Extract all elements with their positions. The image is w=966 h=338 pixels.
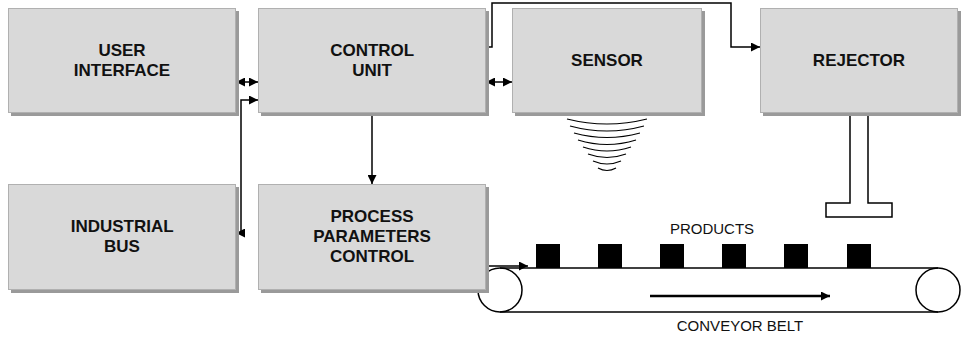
sensor-box: SENSOR [512, 8, 702, 113]
wave [598, 168, 616, 171]
product [722, 244, 746, 268]
control-arrow [487, 265, 528, 267]
wave [593, 161, 621, 164]
wave [570, 126, 644, 131]
signal-connector [236, 81, 258, 83]
wave [574, 133, 640, 138]
belt-line [500, 311, 938, 313]
part-label: PRODUCTS [668, 220, 756, 237]
sensor-waves [567, 119, 647, 171]
process-box: PROCESS PARAMETERS CONTROL [258, 184, 486, 290]
belt-line [500, 267, 938, 269]
part-label: CONVEYOR BELT [675, 317, 805, 334]
rejector-plunger [826, 114, 892, 217]
belt-direction-arrow [650, 295, 830, 298]
product [598, 244, 622, 268]
products [536, 244, 871, 268]
product [660, 244, 684, 268]
signal-connector [486, 81, 512, 83]
wave [578, 140, 636, 145]
box-label: USER INTERFACE [74, 41, 170, 81]
conveyor-label: CONVEYOR BELT [675, 317, 805, 335]
signal-connector [371, 113, 373, 184]
signal-connector [236, 100, 258, 233]
rejector-box: REJECTOR [760, 8, 958, 113]
wave [567, 119, 647, 124]
box-label: REJECTOR [813, 51, 905, 71]
product [784, 244, 808, 268]
belt-roller [916, 268, 960, 312]
wave [588, 154, 626, 158]
conveyor-belt [478, 268, 960, 312]
box-label: PROCESS PARAMETERS CONTROL [313, 207, 431, 267]
product [847, 244, 871, 268]
product [536, 244, 560, 268]
box-label: INDUSTRIAL BUS [71, 217, 174, 257]
control-box: CONTROL UNIT [258, 8, 486, 113]
wave [583, 147, 631, 151]
bus-box: INDUSTRIAL BUS [8, 184, 236, 290]
box-label: CONTROL UNIT [330, 41, 414, 81]
box-label: SENSOR [571, 51, 643, 71]
products-label: PRODUCTS [668, 220, 756, 238]
interface-box: USER INTERFACE [8, 8, 236, 113]
